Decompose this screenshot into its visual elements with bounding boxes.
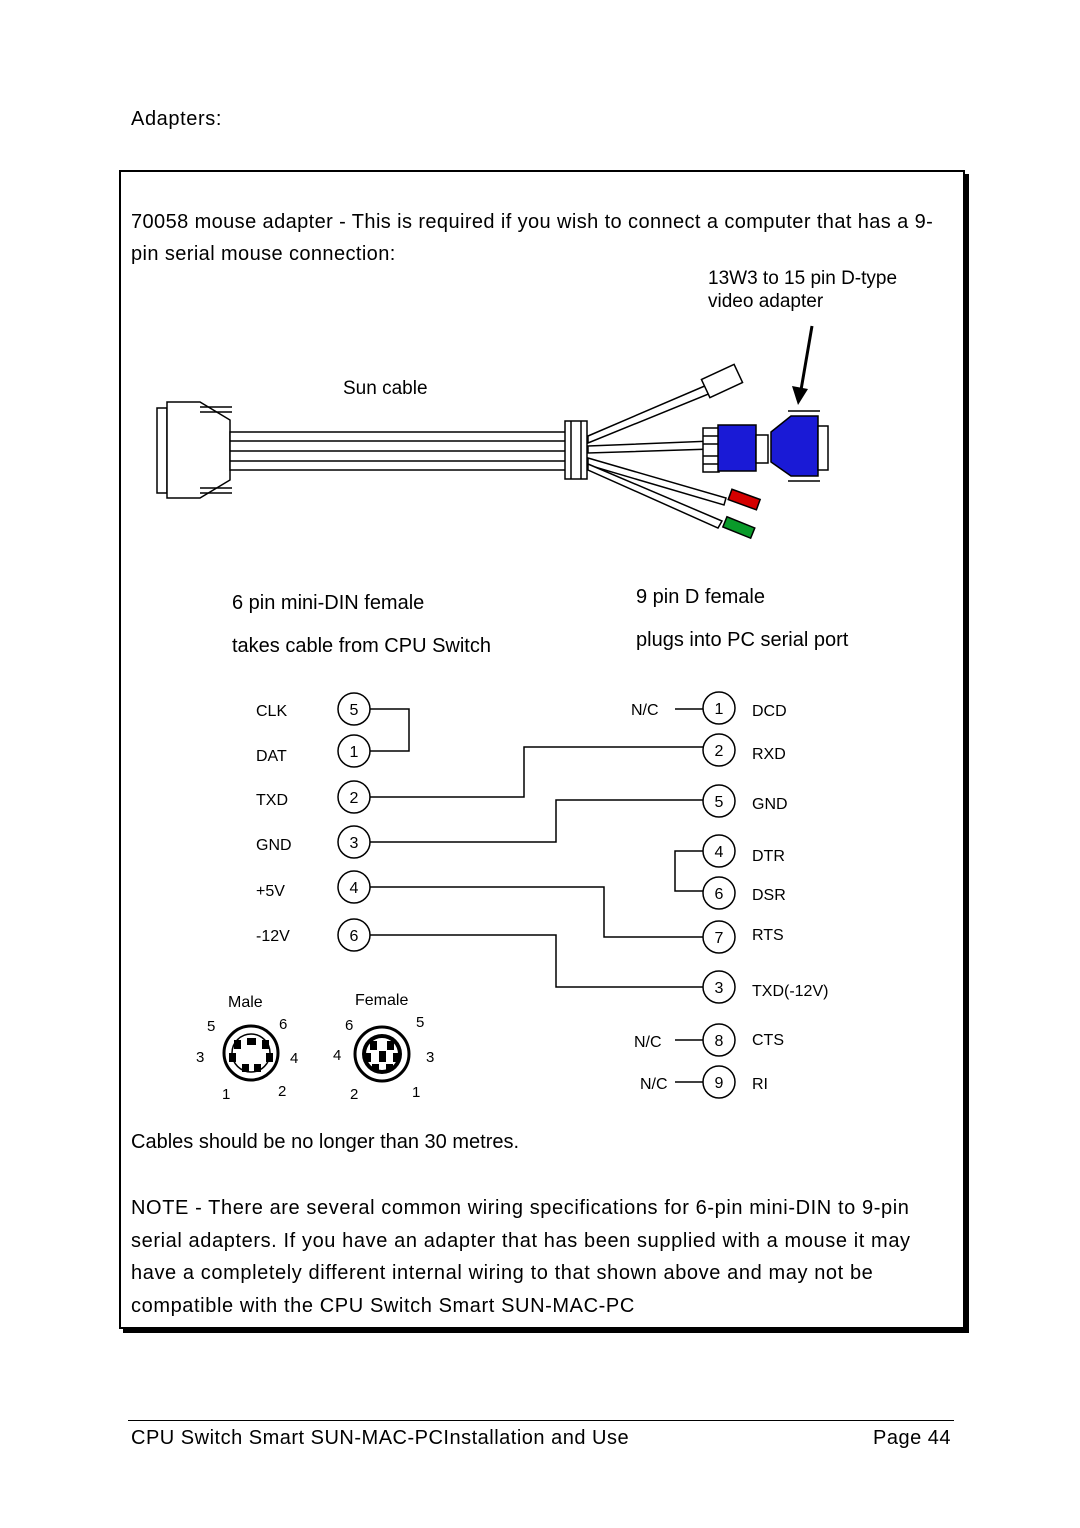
right-pin-circle <box>702 1023 736 1057</box>
right-pin-label: RXD <box>752 746 786 763</box>
right-pin-prefix: N/C <box>640 1076 668 1093</box>
left-connector-subtitle: takes cable from CPU Switch <box>232 635 491 657</box>
left-pin-label: DAT <box>256 748 287 765</box>
left-pin-number: 4 <box>350 880 359 897</box>
right-pin-circle <box>702 733 736 767</box>
right-pin-number: 9 <box>715 1075 724 1092</box>
left-pin-label: +5V <box>256 883 285 900</box>
male-pin-number: 5 <box>207 1018 215 1035</box>
green-plug <box>721 515 756 540</box>
right-pin-prefix: N/C <box>634 1034 662 1051</box>
footer-title: CPU Switch Smart SUN-MAC-PCInstallation … <box>131 1427 630 1449</box>
female-pin-number: 5 <box>416 1014 424 1031</box>
female-pin-number: 2 <box>350 1086 358 1103</box>
male-pin-number: 1 <box>222 1086 230 1103</box>
male-pin-number: 3 <box>196 1049 204 1066</box>
male-label: Male <box>228 994 263 1011</box>
footer-page-number: Page 44 <box>873 1427 952 1449</box>
right-pin-label: RTS <box>752 927 784 944</box>
sun-cable-connector <box>156 401 232 499</box>
female-connector-icon <box>353 1025 411 1083</box>
female-label: Female <box>355 992 408 1009</box>
left-pin-label: TXD <box>256 792 288 809</box>
lead-video <box>587 440 713 454</box>
lead-top <box>587 384 713 445</box>
lead-green <box>587 462 724 529</box>
male-pin-number: 6 <box>279 1016 287 1033</box>
right-pin-label: DSR <box>752 887 786 904</box>
right-pin-label: DTR <box>752 848 785 865</box>
left-pin-label: -12V <box>256 928 290 945</box>
right-pin-number: 4 <box>715 844 724 861</box>
sun-cable-label: Sun cable <box>343 378 428 399</box>
left-connector-title: 6 pin mini-DIN female <box>232 592 424 614</box>
right-pin-circle <box>702 834 736 868</box>
video-adapter-label-line1: 13W3 to 15 pin D-type <box>708 268 897 289</box>
red-plug <box>727 488 762 511</box>
sun-cable-bundle <box>229 420 588 480</box>
left-pin-number: 1 <box>350 744 359 761</box>
right-pin-circle <box>702 784 736 818</box>
wiring-lines <box>370 708 703 1083</box>
footer-rule <box>128 1420 954 1421</box>
left-pin-number: 5 <box>350 702 359 719</box>
right-pin-circle <box>702 691 736 725</box>
right-pin-number: 2 <box>715 743 724 760</box>
right-pin-number: 6 <box>715 886 724 903</box>
female-pin-number: 3 <box>426 1049 434 1066</box>
right-pin-number: 5 <box>715 794 724 811</box>
female-pin-number: 4 <box>333 1047 341 1064</box>
right-pin-number: 8 <box>715 1033 724 1050</box>
lead-top-plug <box>700 363 744 399</box>
male-connector-icon <box>222 1024 280 1082</box>
right-pin-label: CTS <box>752 1032 784 1049</box>
video-adapter-label-line2: video adapter <box>708 291 824 312</box>
right-connector-subtitle: plugs into PC serial port <box>636 629 849 651</box>
right-pin-label: DCD <box>752 703 787 720</box>
female-pin-number: 1 <box>412 1084 420 1101</box>
right-pin-label: RI <box>752 1076 768 1093</box>
left-pin-label: GND <box>256 837 292 854</box>
right-pin-number: 7 <box>715 930 724 947</box>
right-pin-number: 3 <box>715 980 724 997</box>
video-adapter-arrow-shaft <box>799 325 814 391</box>
right-pin-circle <box>702 876 736 910</box>
cable-length-note: Cables should be no longer than 30 metre… <box>131 1131 520 1153</box>
left-pin-number: 6 <box>350 928 359 945</box>
right-pin-circle <box>702 970 736 1004</box>
section-title: Adapters: <box>131 108 223 130</box>
right-connector-title: 9 pin D female <box>636 586 765 608</box>
intro-paragraph: 70058 mouse adapter - This is required i… <box>131 211 934 265</box>
female-pin-number: 6 <box>345 1017 353 1034</box>
right-pin-circle <box>702 920 736 954</box>
male-pin-number: 4 <box>290 1050 298 1067</box>
right-pin-prefix: N/C <box>631 702 659 719</box>
adapter-wiring-diagram: 13W3 to 15 pin D-type video adapter Sun … <box>156 268 897 1103</box>
adapter-box <box>119 170 965 1329</box>
video-adapter-arrow-head <box>792 386 808 405</box>
left-pin-number: 2 <box>350 790 359 807</box>
right-pin-number: 1 <box>715 701 724 718</box>
lead-red <box>587 457 727 506</box>
right-pin-label: TXD(-12V) <box>752 983 828 1000</box>
video-adapter-connectors <box>702 410 829 482</box>
right-pin-label: GND <box>752 796 788 813</box>
left-pin-number: 3 <box>350 835 359 852</box>
wiring-note: NOTE - There are several common wiring s… <box>131 1197 911 1317</box>
left-pin-label: CLK <box>256 703 287 720</box>
male-pin-number: 2 <box>278 1083 286 1100</box>
right-pin-circle <box>702 1065 736 1099</box>
